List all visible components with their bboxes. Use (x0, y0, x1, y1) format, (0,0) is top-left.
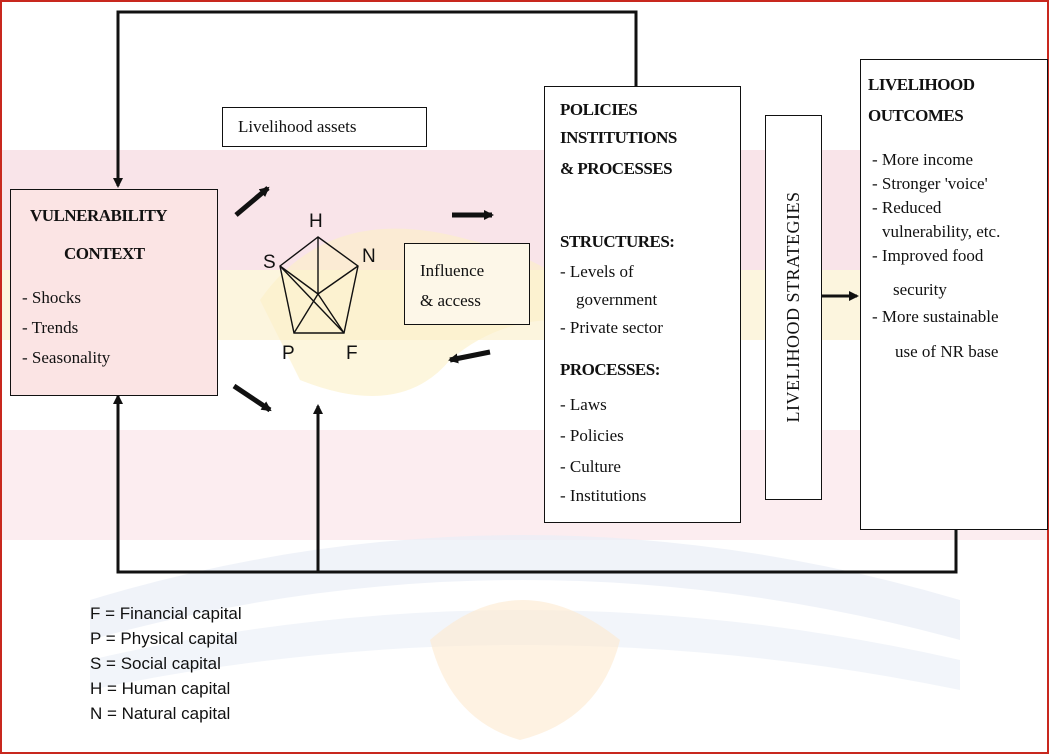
livelihood-outcomes-box (860, 59, 1048, 530)
pentagon-label-f: F (346, 343, 358, 364)
vulnerability-item: - Seasonality (22, 348, 111, 367)
livelihood-strategies-box (765, 115, 822, 500)
processes-item: - Laws (560, 395, 607, 414)
outcomes-item: - Stronger 'voice' (872, 174, 988, 193)
structures-item: - Levels of (560, 262, 634, 281)
vulnerability-title: CONTEXT (64, 244, 145, 263)
structures-item: - Private sector (560, 318, 663, 337)
pentagon-label-h: H (309, 211, 323, 232)
influence-line: Influence (420, 261, 485, 280)
outcomes-item: - Reduced (872, 198, 942, 217)
outcomes-item: - Improved food (872, 246, 984, 265)
livelihood-assets-label: Livelihood assets (238, 117, 357, 136)
processes-item: - Policies (560, 426, 624, 445)
policies-title: POLICIES (560, 100, 638, 119)
processes-heading: PROCESSES: (560, 360, 660, 379)
processes-item: - Institutions (560, 486, 647, 505)
outcomes-item: use of NR base (895, 342, 999, 361)
livelihood-assets-box (222, 107, 427, 147)
outcomes-item: - More sustainable (872, 307, 999, 326)
structures-item: government (576, 290, 658, 309)
vulnerability-item: - Shocks (22, 288, 82, 307)
legend-item: N = Natural capital (90, 704, 231, 723)
outcomes-item: vulnerability, etc. (882, 222, 1001, 241)
legend-item: F = Financial capital (90, 604, 242, 623)
pentagon-label-n: N (362, 246, 376, 267)
policies-title: INSTITUTIONS (560, 128, 677, 147)
vulnerability-context-box (10, 189, 218, 396)
legend-item: P = Physical capital (90, 629, 238, 648)
policies-box (544, 86, 741, 523)
vulnerability-title: VULNERABILITY (30, 206, 168, 225)
vulnerability-item: - Trends (22, 318, 79, 337)
structures-heading: STRUCTURES: (560, 232, 675, 251)
outcomes-item: security (893, 280, 947, 299)
livelihood-strategies-label: LIVELIHOOD STRATEGIES (783, 191, 803, 423)
outcomes-item: - More income (872, 150, 974, 169)
asset-pentagon (279, 236, 359, 334)
pentagon-label-s: S (263, 252, 276, 273)
influence-access-box (404, 243, 530, 325)
influence-line: & access (420, 291, 481, 310)
outcomes-title: OUTCOMES (868, 106, 964, 125)
policies-title: & PROCESSES (560, 159, 673, 178)
legend-item: H = Human capital (90, 679, 231, 698)
pentagon-label-p: P (282, 343, 295, 364)
outcomes-title: LIVELIHOOD (868, 75, 975, 94)
processes-item: - Culture (560, 457, 621, 476)
legend-item: S = Social capital (90, 654, 221, 673)
